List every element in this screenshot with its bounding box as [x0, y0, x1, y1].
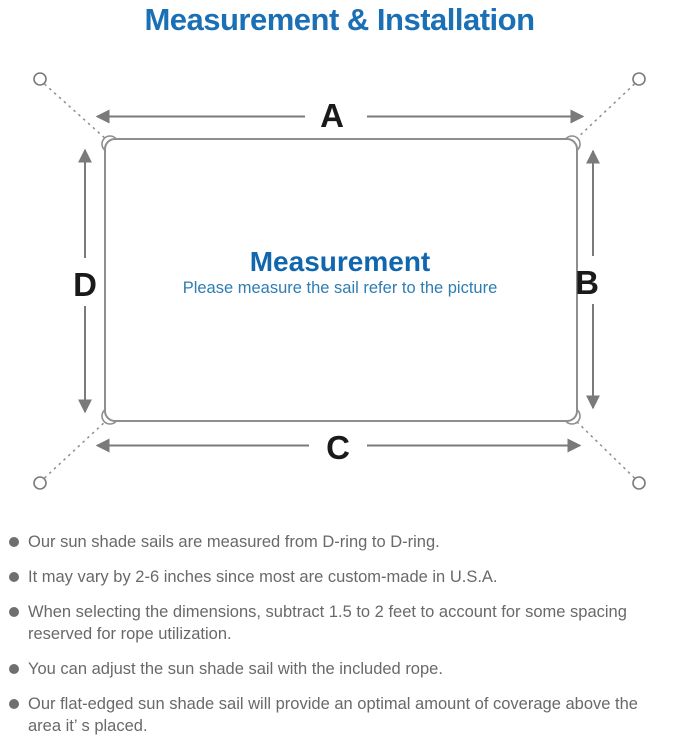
note-text: Our flat-edged sun shade sail will provi…: [28, 695, 638, 735]
sail-outline: [104, 138, 578, 422]
dimension-label-d: D: [73, 266, 97, 303]
dimension-label-a: A: [320, 97, 344, 134]
note-item: It may vary by 2-6 inches since most are…: [9, 566, 675, 588]
bullet-icon: [9, 537, 19, 547]
rope-line-bottom-right: [574, 419, 636, 479]
diagram-center-subtitle: Please measure the sail refer to the pic…: [183, 279, 498, 297]
page-title: Measurement & Installation: [144, 2, 535, 37]
anchor-ring-top-left: [33, 72, 47, 86]
note-text: You can adjust the sun shade sail with t…: [28, 660, 443, 678]
bullet-icon: [9, 572, 19, 582]
note-text: When selecting the dimensions, subtract …: [28, 603, 627, 643]
note-item: Our flat-edged sun shade sail will provi…: [9, 693, 675, 737]
note-text: It may vary by 2-6 inches since most are…: [28, 568, 498, 586]
anchor-ring-bottom-left: [33, 476, 47, 490]
rope-line-top-left: [43, 83, 108, 141]
bullet-icon: [9, 664, 19, 674]
dimension-label-c: C: [326, 429, 350, 466]
bullet-icon: [9, 607, 19, 617]
note-text: Our sun shade sails are measured from D-…: [28, 533, 440, 551]
rope-line-bottom-left: [43, 419, 108, 479]
dimension-label-b: B: [575, 264, 599, 301]
note-item: Our sun shade sails are measured from D-…: [9, 531, 675, 553]
bullet-icon: [9, 699, 19, 709]
diagram-center-title: Measurement: [250, 246, 431, 277]
anchor-ring-bottom-right: [632, 476, 646, 490]
measurement-diagram: A B C D Measurement Please measure the s…: [33, 72, 646, 490]
rope-line-top-right: [574, 83, 636, 141]
note-item: When selecting the dimensions, subtract …: [9, 601, 675, 645]
notes-list: Our sun shade sails are measured from D-…: [9, 531, 675, 739]
note-item: You can adjust the sun shade sail with t…: [9, 658, 675, 680]
anchor-ring-top-right: [632, 72, 646, 86]
